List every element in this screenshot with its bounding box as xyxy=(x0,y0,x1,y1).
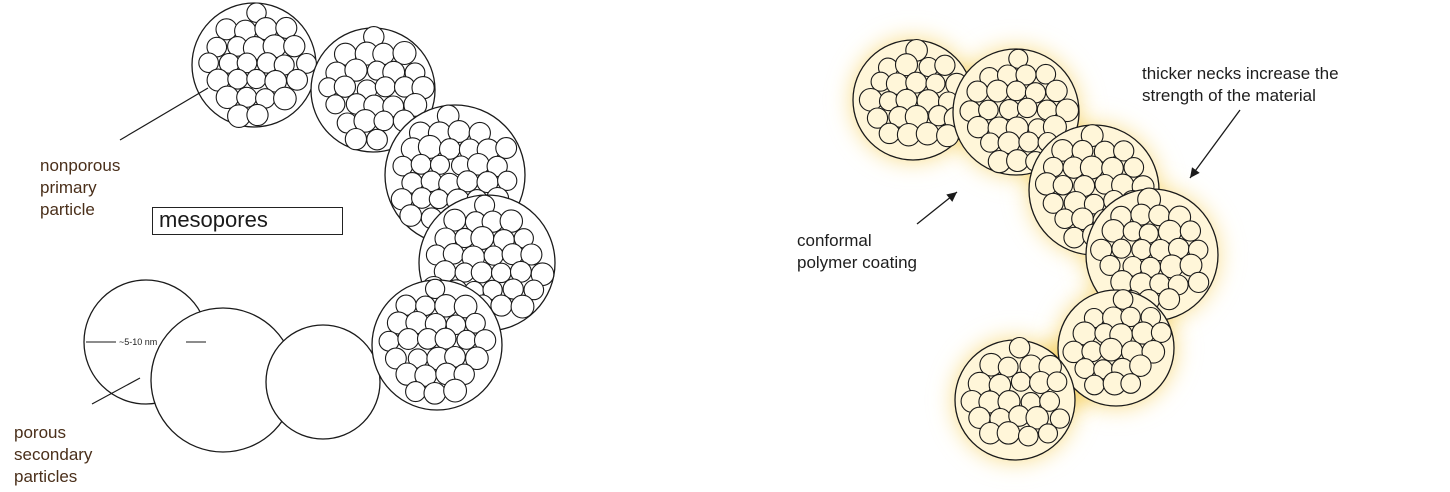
primary-particle xyxy=(496,138,517,159)
primary-particle xyxy=(1019,426,1039,446)
primary-particle xyxy=(398,329,419,350)
primary-particle xyxy=(1007,81,1027,101)
coating-label: conformal polymer coating xyxy=(797,230,917,274)
primary-particle xyxy=(987,80,1009,102)
primary-particle xyxy=(1011,372,1030,391)
primary-particle xyxy=(484,246,503,265)
secondary-particles-label: porous secondary particles xyxy=(14,422,92,488)
primary-particle xyxy=(511,295,534,318)
arrow-head xyxy=(1190,167,1200,178)
primary-particle xyxy=(400,205,422,227)
primary-particle xyxy=(1019,132,1039,152)
primary-particle xyxy=(1047,372,1067,392)
primary-particle xyxy=(287,69,308,90)
primary-particle xyxy=(916,123,938,145)
primary-particle xyxy=(1112,239,1131,258)
primary-particle xyxy=(367,129,388,150)
primary-particle xyxy=(424,383,446,405)
secondary-particles-label-line2: secondary xyxy=(14,444,92,466)
primary-particle xyxy=(1159,289,1180,310)
primary-particle xyxy=(1113,290,1133,310)
primary-particle xyxy=(457,171,478,192)
primary-particle xyxy=(1102,220,1124,242)
primary-cluster xyxy=(372,279,502,410)
primary-particle xyxy=(444,379,467,402)
porous-secondary-particles xyxy=(84,280,380,452)
primary-leader-line xyxy=(120,88,208,140)
primary-particle xyxy=(1017,98,1036,117)
coating-arrow xyxy=(917,192,957,224)
primary-particle xyxy=(1046,80,1067,101)
primary-particle xyxy=(274,87,297,110)
primary-particle xyxy=(1189,272,1209,292)
primary-particle xyxy=(1053,176,1072,195)
primary-particle-label: nonporous primary particle xyxy=(40,155,120,221)
primary-particle xyxy=(247,69,266,88)
arrow-shaft xyxy=(1190,110,1240,178)
primary-particle xyxy=(435,328,456,349)
primary-particle xyxy=(1130,355,1151,376)
primary-particle xyxy=(1151,323,1171,343)
necks-label: thicker necks increase the strength of t… xyxy=(1142,63,1339,107)
primary-particle xyxy=(935,55,955,75)
secondary-particles-label-line3: particles xyxy=(14,466,92,488)
primary-particle xyxy=(967,81,988,102)
necks-label-line1: thicker necks increase the xyxy=(1142,63,1339,85)
necks-arrow xyxy=(1190,110,1240,178)
primary-particle xyxy=(374,111,394,131)
primary-particle xyxy=(326,95,345,114)
primary-particle-label-line2: primary xyxy=(40,177,120,199)
primary-particle xyxy=(393,42,416,65)
primary-particle-label-line3: particle xyxy=(40,199,120,221)
mesopores-label: mesopores xyxy=(152,207,343,235)
secondary-particle xyxy=(266,325,380,439)
arrow-head xyxy=(946,192,957,202)
primary-particle xyxy=(457,330,476,349)
primary-particle xyxy=(345,129,366,150)
secondary-particles-label-line1: porous xyxy=(14,422,92,444)
primary-particle xyxy=(879,123,899,143)
coating-label-line1: conformal xyxy=(797,230,917,252)
primary-particle xyxy=(997,422,1019,444)
dimension-label: ~5-10 nm xyxy=(118,336,158,348)
primary-particle xyxy=(216,19,237,40)
primary-particle xyxy=(492,263,511,282)
primary-particle xyxy=(284,36,305,57)
primary-particle-label-line1: nonporous xyxy=(40,155,120,177)
primary-particle xyxy=(1180,221,1200,241)
primary-particle xyxy=(981,133,1000,152)
necks-label-line2: strength of the material xyxy=(1142,85,1339,107)
primary-particle xyxy=(1100,338,1123,361)
primary-particle xyxy=(500,210,522,232)
primary-particle xyxy=(1039,424,1058,443)
primary-particle xyxy=(1121,374,1141,394)
primary-particle xyxy=(1085,375,1105,395)
coating-label-line2: polymer coating xyxy=(797,252,917,274)
primary-particle xyxy=(1124,158,1144,178)
primary-particle xyxy=(471,262,492,283)
primary-particle xyxy=(247,104,268,125)
primary-particle xyxy=(375,77,395,97)
coated-primary-cluster xyxy=(1058,290,1174,406)
primary-particle xyxy=(1007,150,1029,172)
primary-particle xyxy=(1064,227,1085,248)
primary-particle xyxy=(1009,338,1029,358)
primary-particle xyxy=(406,382,426,402)
primary-particle xyxy=(429,190,448,209)
primary-cluster xyxy=(192,3,316,127)
